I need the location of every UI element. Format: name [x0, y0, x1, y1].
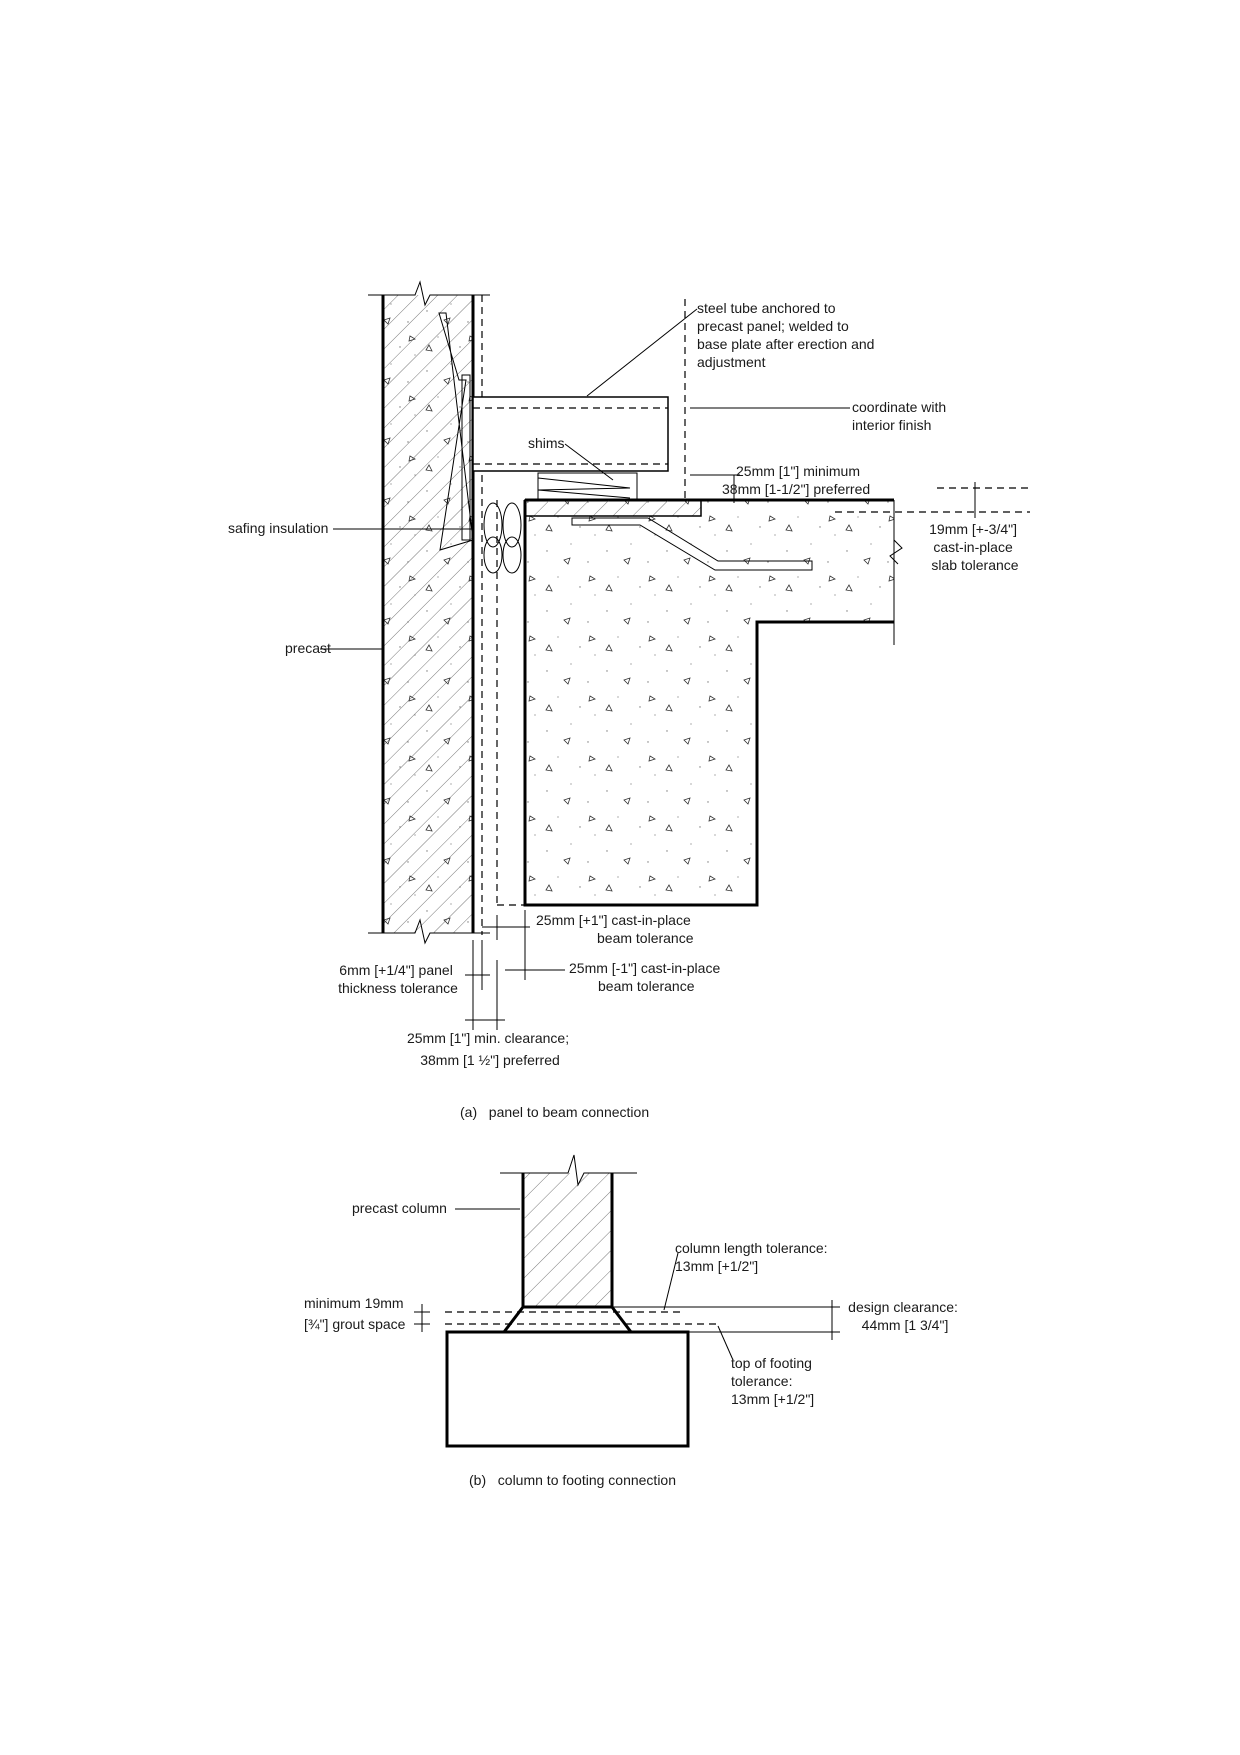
- precast-panel: [368, 280, 525, 945]
- figure-a-panel-to-beam: steel tube anchored to precast panel; we…: [228, 280, 1030, 1120]
- label-design-clearance: design clearance: 44mm [1 3/4"]: [848, 1299, 962, 1333]
- label-grout-space: minimum 19mm [¾"] grout space: [304, 1295, 407, 1332]
- cast-in-place-beam: [523, 498, 903, 907]
- precast-column: [500, 1154, 637, 1307]
- label-footing-tolerance: top of footing tolerance: 13mm [+1/2"]: [731, 1355, 816, 1407]
- label-panel-thickness: 6mm [+1/4"] panel thickness tolerance: [338, 962, 458, 996]
- label-safing: safing insulation: [228, 520, 328, 536]
- label-slab-tolerance: 19mm [+-3/4"] cast-in-place slab toleran…: [929, 521, 1021, 573]
- anchor-bar: [571, 517, 813, 571]
- steel-tube: [472, 396, 669, 472]
- footing: [445, 1330, 690, 1448]
- label-coordinate: coordinate with interior finish: [852, 399, 950, 433]
- label-column-length: column length tolerance: 13mm [+1/2"]: [675, 1240, 831, 1274]
- label-precast-column: precast column: [352, 1200, 447, 1216]
- shims: [537, 472, 638, 501]
- leader: [586, 308, 698, 397]
- slab-break-line: [889, 539, 903, 565]
- label-shims: shims: [528, 435, 565, 451]
- safing-insulation: [483, 502, 522, 574]
- grout-pad: [500, 1305, 635, 1334]
- base-plate: [524, 499, 702, 517]
- caption-b: (b) column to footing connection: [469, 1472, 676, 1488]
- label-steel-tube: steel tube anchored to precast panel; we…: [697, 300, 878, 370]
- label-beam-tol-minus: 25mm [-1"] cast-in-place beam tolerance: [569, 960, 724, 994]
- label-precast: precast: [285, 640, 331, 656]
- label-clearance: 25mm [1"] min. clearance; 38mm [1 ½"] pr…: [407, 1030, 573, 1068]
- label-min-clearance-top: 25mm [1"] minimum 38mm [1-1/2"] preferre…: [722, 463, 870, 497]
- break-line-top: [368, 280, 490, 307]
- break-line-bottom: [368, 918, 490, 945]
- caption-a: (a) panel to beam connection: [460, 1104, 649, 1120]
- figure-b-column-to-footing: precast column column length tolerance: …: [304, 1154, 962, 1488]
- label-beam-tol-plus: 25mm [+1"] cast-in-place beam tolerance: [536, 912, 695, 946]
